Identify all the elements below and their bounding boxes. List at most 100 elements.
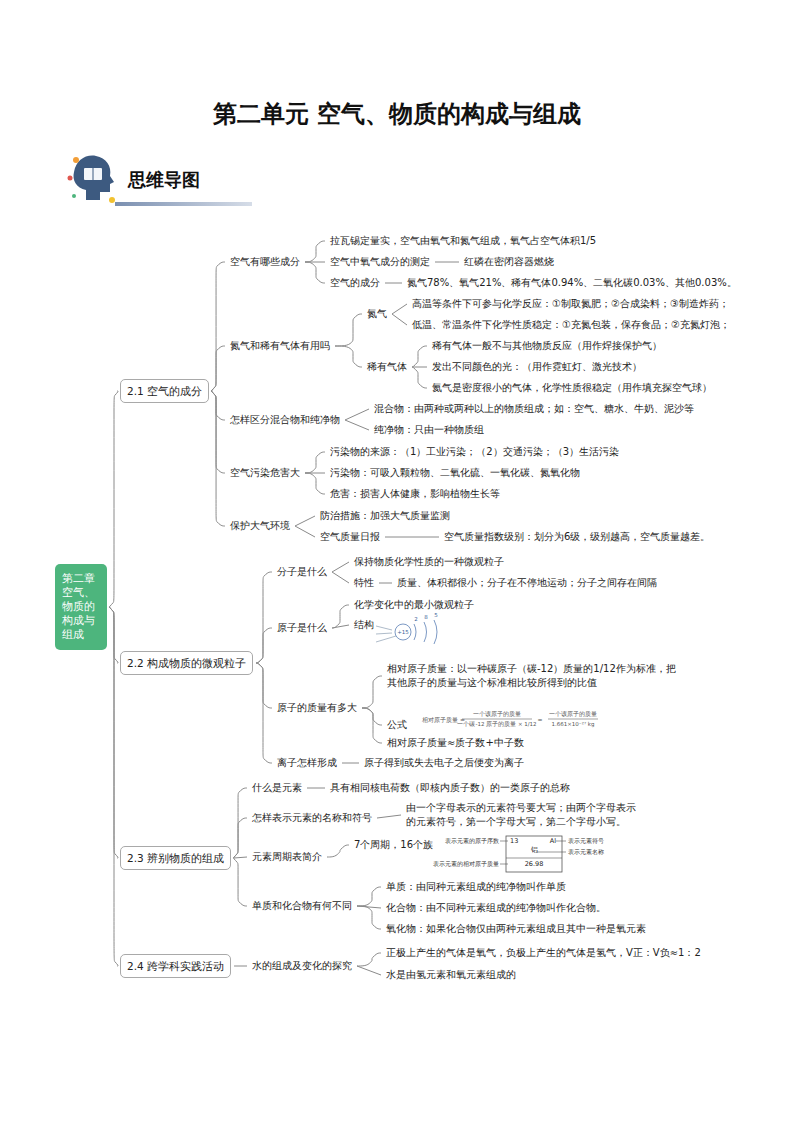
- connector-line: [377, 815, 401, 818]
- topic-node: 防治措施：加强大气质量监测: [318, 508, 452, 524]
- node-text: 结构: [354, 618, 374, 632]
- connector-line: [234, 966, 247, 967]
- node-text: 空气中氧气成分的测定: [330, 255, 430, 269]
- topic-node: 空气质量日报: [318, 529, 382, 545]
- node-text: 混合物：由两种或两种以上的物质组成；如：空气、糖水、牛奶、泥沙等: [374, 402, 694, 416]
- connector-line: [342, 763, 359, 764]
- node-text: 氧化物：如果化合物仅由两种元素组成且其中一种是氧元素: [386, 922, 646, 936]
- node-text: 空气质量日报: [320, 530, 380, 544]
- node-text: 7个周期，16个族: [354, 838, 433, 852]
- connector-line: [385, 537, 439, 538]
- connector-line: [256, 663, 272, 763]
- topic-node: 污染物：可吸入颗粒物、二氧化硫、一氧化碳、氮氧化物: [328, 465, 582, 481]
- cell-text: 铝: [531, 847, 538, 855]
- connector-line: [305, 241, 325, 262]
- node-text: 2.1 空气的成分: [127, 384, 202, 398]
- callout-text: 表示元素的原子序数: [445, 838, 499, 844]
- topic-node: 相对原子质量：以一种碳原子（碳-12）质量的1/12作为标准，把其他原子的质量与…: [385, 661, 681, 691]
- connector-line: [305, 262, 325, 283]
- header-underline: [115, 202, 252, 206]
- node-text: 离子怎样形成: [277, 756, 337, 770]
- topic-node: 氮气和稀有气体有用吗: [228, 338, 332, 354]
- node-text: 什么是元素: [252, 781, 302, 795]
- topic-node: 危害：损害人体健康，影响植物生长等: [328, 486, 502, 502]
- topic-node: 高温等条件下可参与化学反应：①制取氮肥；②合成染料；③制造炸药；: [410, 296, 731, 312]
- topic-node: 化合物：由不同种元素组成的纯净物叫作化合物。: [384, 900, 608, 916]
- connector-line: [305, 452, 325, 473]
- node-text: 2.4 跨学科实践活动: [127, 959, 224, 973]
- node-text: 元素周期表简介: [252, 850, 322, 864]
- electron-count: 5: [434, 612, 438, 618]
- node-text: 分子是什么: [277, 565, 327, 579]
- connector-line: [435, 262, 459, 263]
- connector-line: [234, 858, 247, 906]
- connector-line: [357, 953, 381, 966]
- node-text: 高温等条件下可参与化学反应：①制取氮肥；②合成染料；③制造炸药；: [412, 297, 729, 311]
- callout-text: 表示元素的相对原子质量: [433, 861, 499, 867]
- node-text: 危害：损害人体健康，影响植物生长等: [330, 487, 500, 501]
- connector-line: [362, 708, 382, 725]
- topic-node: 结构: [352, 617, 376, 633]
- connector-line: [412, 367, 427, 368]
- topic-node: 单质和化合物有何不同: [250, 898, 354, 914]
- root-box: 第二章 空气、物质的构成与组成: [55, 564, 107, 650]
- connector-line: [212, 391, 225, 526]
- node-text: 2.3 辨别物质的组成: [127, 851, 224, 865]
- nucleus-charge: +15: [397, 629, 409, 635]
- connector-line: [256, 663, 272, 708]
- node-text: 第二章 空气、物质的构成与组成: [62, 572, 100, 642]
- topic-node: 拉瓦锡定量实，空气由氧气和氮气组成，氧气占空气体积1/5: [328, 233, 598, 249]
- topic-node: 化学变化中的最小微观粒子: [352, 597, 476, 613]
- connector-line: [212, 391, 225, 420]
- node-text: 2.2 构成物质的微观粒子: [127, 656, 246, 670]
- topic-node: 单质：由同种元素组成的纯净物叫作单质: [384, 879, 568, 895]
- connector-line: [357, 966, 381, 975]
- node-text: 稀有气体: [367, 360, 407, 374]
- topic-node: 红磷在密闭容器燃烧: [462, 254, 556, 270]
- connector-line: [332, 605, 349, 628]
- node-text: 空气污染危害大: [230, 466, 300, 480]
- page-title: 第二单元 空气、物质的构成与组成: [0, 98, 794, 130]
- connector-line: [362, 708, 382, 743]
- node-text: 原子得到或失去电子之后便变为离子: [364, 756, 524, 770]
- node-text: 由一个字母表示的元素符号要大写；由两个字母表示的元素符号，第一个字母大写，第二个…: [406, 801, 642, 829]
- connector-line: [332, 562, 349, 572]
- node-text: 质量、体积都很小；分子在不停地运动；分子之间存在间隔: [397, 576, 657, 590]
- formula-text: 一个碳-12 原子的质量 × 1/12: [457, 721, 536, 727]
- topic-node: 混合物：由两种或两种以上的物质组成；如：空气、糖水、牛奶、泥沙等: [372, 401, 696, 417]
- topic-node: 正极上产生的气体是氧气，负极上产生的气体是氢气，V正：V负≈1：2: [384, 945, 703, 961]
- node-text: 发出不同颜色的光：（用作霓虹灯、激光技术）: [432, 360, 642, 374]
- node-text: 化合物：由不同种元素组成的纯净物叫作化合物。: [386, 901, 606, 915]
- section-heading: 思维导图: [128, 170, 200, 190]
- topic-node: 相对原子质量≈质子数+中子数: [385, 735, 526, 751]
- topic-node: 空气中氧气成分的测定: [328, 254, 432, 270]
- connector-line: [256, 572, 272, 663]
- node-text: 原子是什么: [277, 621, 327, 635]
- callout-text: 表示元素符号: [568, 838, 604, 844]
- topic-node: 污染物的来源：（1）工业污染；（2）交通污染；（3）生活污染: [328, 444, 621, 460]
- connector-line: [385, 283, 402, 284]
- topic-node: 低温、常温条件下化学性质稳定：①充氮包装，保存食品；②充氮灯泡；: [410, 317, 732, 333]
- connector-line: [392, 304, 407, 314]
- connector-line: [327, 845, 349, 857]
- topic-node: 空气质量指数级别：划分为6级，级别越高，空气质量越差。: [442, 529, 712, 545]
- connector-line: [412, 346, 427, 367]
- connector-line: [234, 818, 247, 858]
- connector-line: [256, 628, 272, 663]
- formula-text: 一个该原子的质量: [549, 711, 597, 717]
- topic-node: 怎样表示元素的名称和符号: [250, 810, 374, 826]
- node-text: 化学变化中的最小微观粒子: [354, 598, 474, 612]
- node-text: 拉瓦锡定量实，空气由氧气和氮气组成，氧气占空气体积1/5: [330, 234, 596, 248]
- node-text: 保持物质化学性质的一种微观粒子: [354, 555, 504, 569]
- branch-box: 2.4 跨学科实践活动: [120, 954, 231, 978]
- node-text: 纯净物：只由一种物质组: [374, 423, 484, 437]
- connector-line: [234, 857, 247, 858]
- node-text: 空气有哪些成分: [230, 255, 300, 269]
- atom-structure: [376, 620, 437, 644]
- electron-count: 2: [414, 616, 418, 622]
- branch-box: 2.1 空气的成分: [120, 379, 209, 403]
- node-text: 氮气: [367, 307, 387, 321]
- connector-line: [345, 409, 369, 420]
- node-text: 单质和化合物有何不同: [252, 899, 352, 913]
- connector-line: [110, 391, 118, 607]
